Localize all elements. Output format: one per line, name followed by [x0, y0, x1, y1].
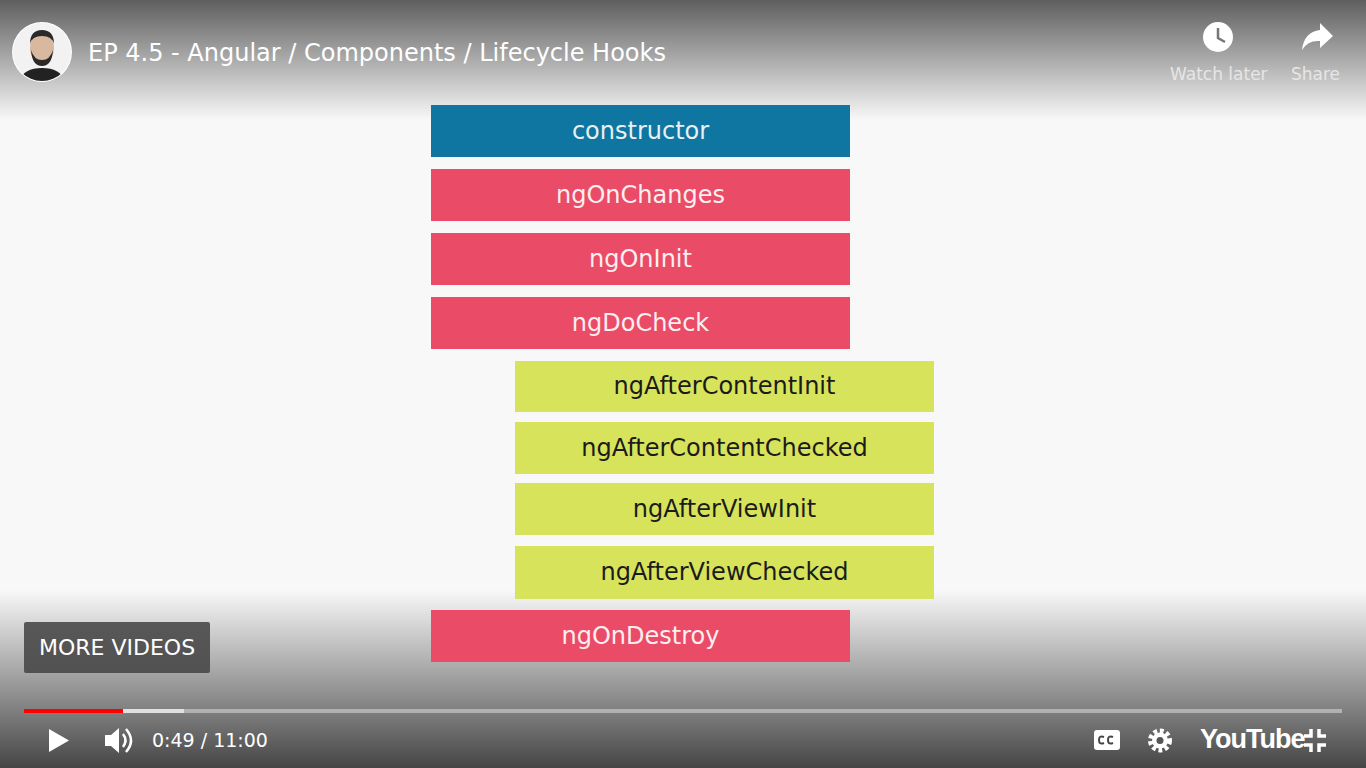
lifecycle-hook-box: ngOnChanges — [431, 169, 850, 221]
lifecycle-hook-box: ngAfterViewInit — [515, 483, 934, 535]
progress-buffer — [24, 709, 184, 713]
progress-played — [24, 709, 123, 713]
video-title: EP 4.5 - Angular / Components / Lifecycl… — [88, 39, 666, 67]
share-label: Share — [1291, 64, 1340, 84]
hook-name: ngOnChanges — [556, 182, 725, 208]
hook-name: ngAfterViewChecked — [600, 559, 848, 585]
lifecycle-hook-box: ngOnDestroy — [431, 610, 850, 662]
lifecycle-hook-box: ngAfterContentInit — [515, 361, 934, 412]
captions-icon — [1094, 730, 1120, 750]
lifecycle-hook-box: ngAfterContentChecked — [515, 422, 934, 474]
play-icon — [49, 729, 69, 752]
top-shade — [0, 0, 1366, 120]
hook-name: ngOnDestroy — [562, 623, 720, 649]
time-display: 0:49 / 11:00 — [152, 729, 268, 751]
settings-icon — [1151, 732, 1169, 750]
watch-later-icon — [1203, 22, 1233, 52]
share-icon — [1302, 23, 1333, 50]
hook-name: ngOnInit — [589, 246, 692, 272]
hook-name: ngDoCheck — [572, 310, 709, 336]
lifecycle-hook-box: constructor — [431, 105, 850, 157]
more-videos-button: MORE VIDEOS — [24, 622, 210, 673]
bottom-shade — [0, 590, 1366, 768]
progress-track — [24, 709, 1342, 713]
volume-icon — [105, 728, 131, 753]
exit-fullscreen-icon — [1304, 729, 1326, 752]
hook-name: ngAfterViewInit — [633, 496, 816, 522]
youtube-logo: YouTube — [1200, 724, 1304, 755]
hook-name: constructor — [572, 118, 709, 144]
lifecycle-hook-box: ngAfterViewChecked — [515, 546, 934, 599]
lifecycle-hook-box: ngDoCheck — [431, 297, 850, 349]
hook-name: ngAfterContentChecked — [581, 435, 868, 461]
watch-later-label: Watch later — [1170, 64, 1268, 84]
lifecycle-hook-box: ngOnInit — [431, 233, 850, 285]
channel-avatar — [12, 22, 72, 84]
hook-name: ngAfterContentInit — [614, 373, 836, 399]
